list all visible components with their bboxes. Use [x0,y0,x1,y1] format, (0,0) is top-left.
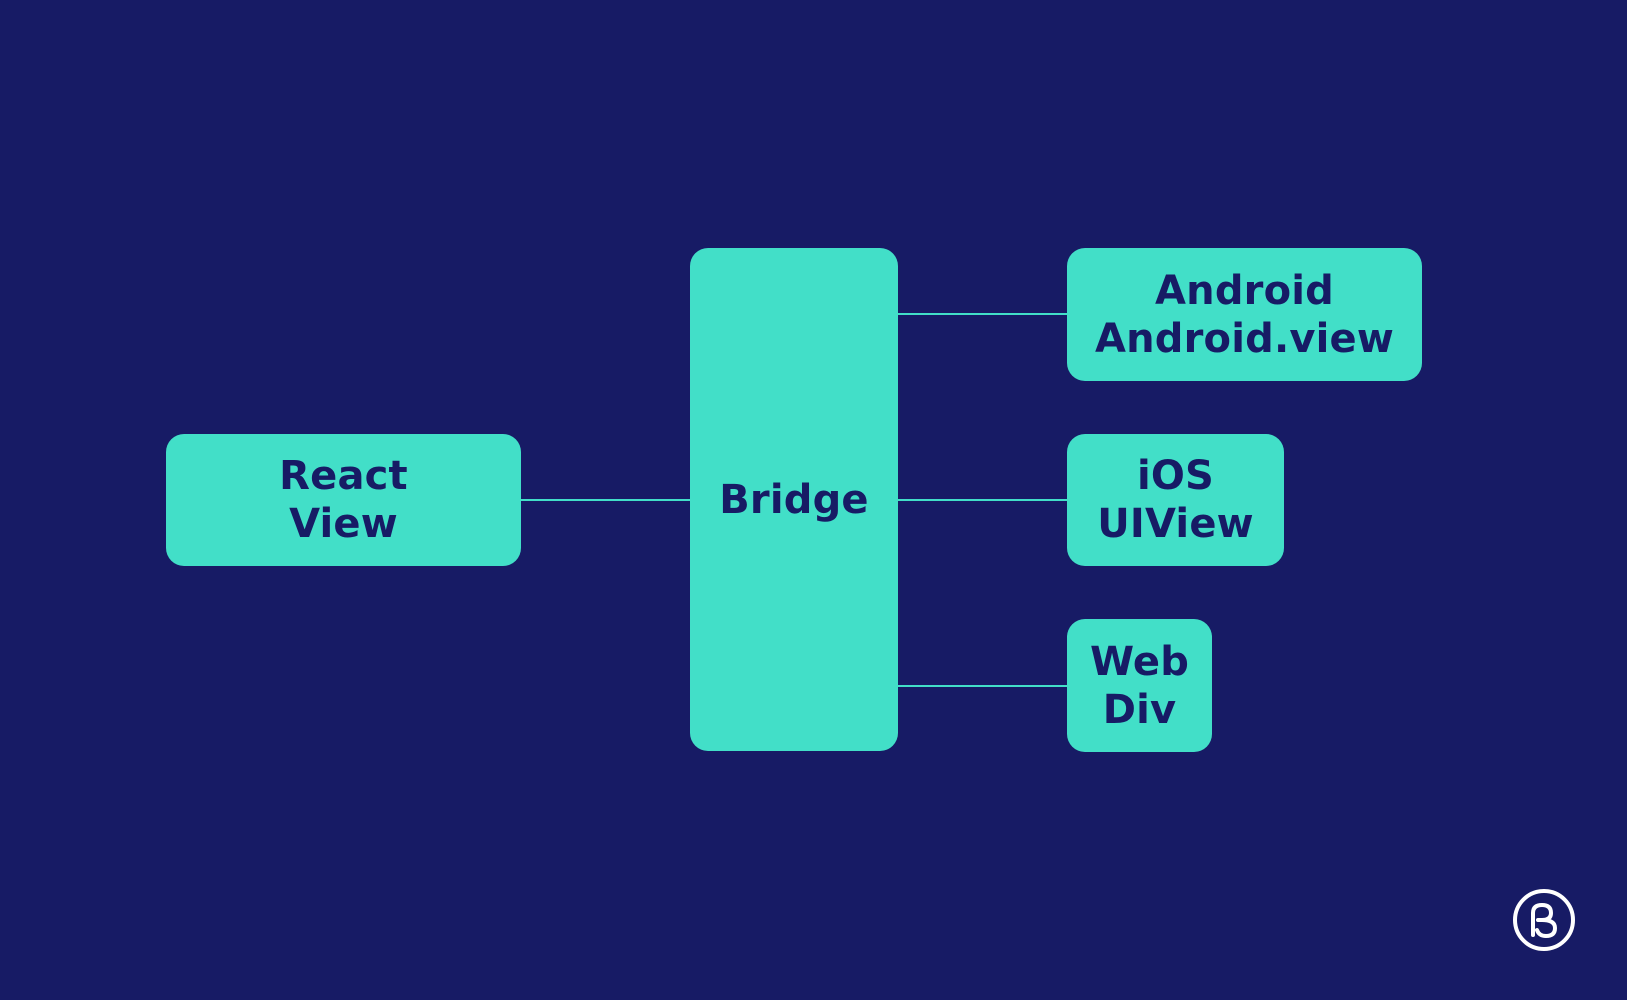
node-web-line-2: Div [1102,686,1177,733]
node-ios-line-1: iOS [1136,453,1215,499]
edge-react-to-bridge [520,499,691,501]
node-ios: iOS UIView [1067,434,1284,566]
node-web-line-1: Web [1089,638,1190,685]
edge-bridge-to-android [897,313,1068,315]
node-web: Web Div [1067,619,1212,752]
edge-bridge-to-web [897,685,1068,687]
node-react-view-line-2: View [289,501,398,547]
node-react-view-line-1: React [279,453,408,499]
node-android-line-2: Android.view [1094,315,1395,362]
node-bridge-label: Bridge [719,476,869,523]
edge-bridge-to-ios [897,499,1068,501]
node-android: Android Android.view [1067,248,1422,381]
node-ios-line-2: UIView [1097,501,1254,547]
node-react-view: React View [166,434,521,566]
brand-logo-icon [1513,889,1575,951]
node-bridge: Bridge [690,248,898,751]
node-android-line-1: Android [1154,267,1335,314]
